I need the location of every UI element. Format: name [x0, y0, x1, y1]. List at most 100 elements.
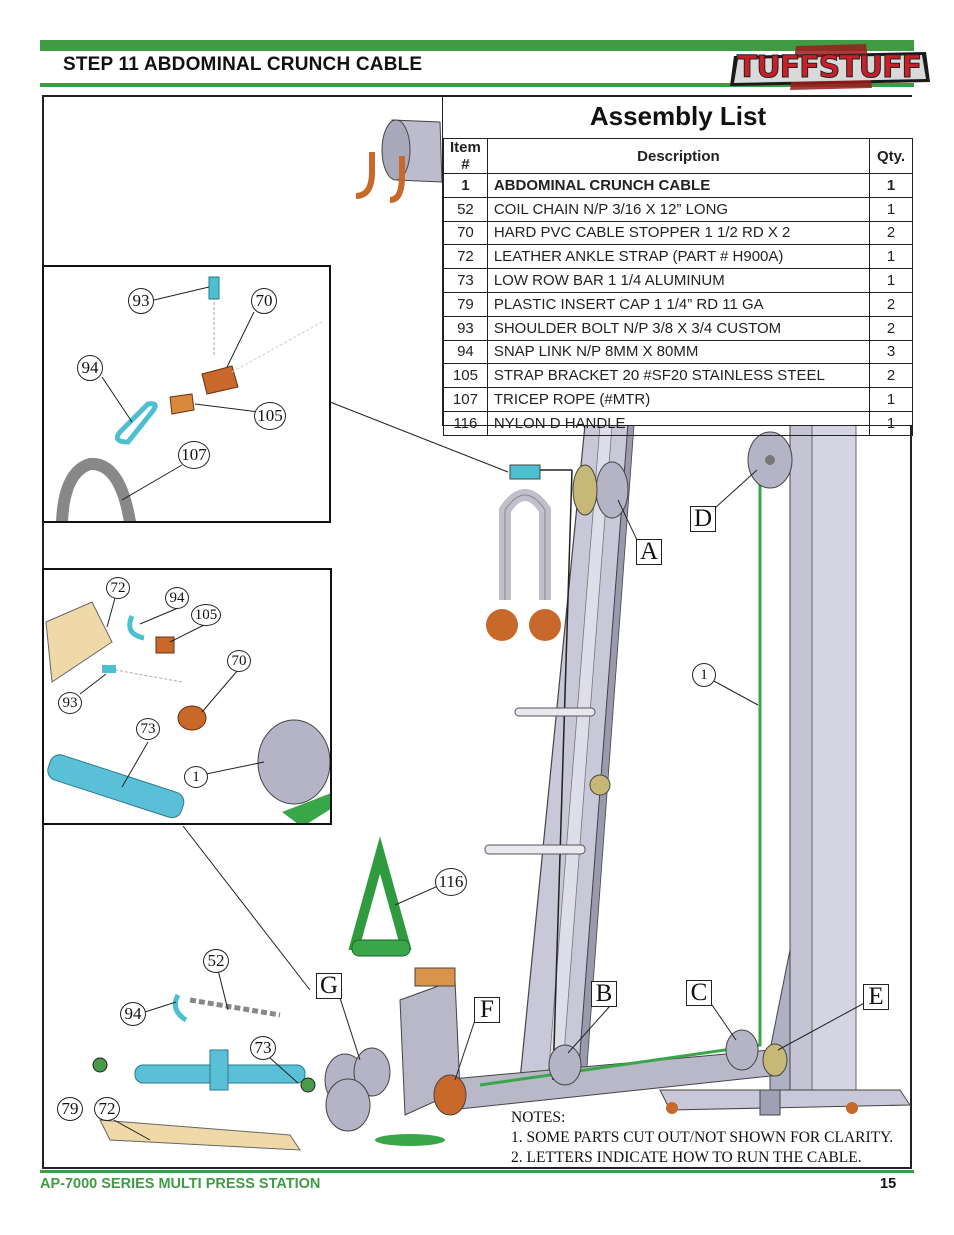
item-qty: 3 [869, 339, 913, 365]
letter-label-a: A [636, 538, 662, 565]
letter-label-c: C [686, 979, 712, 1006]
logo-wordmark: TUFFSTUFF [736, 49, 922, 85]
item-description: TRICEP ROPE (#MTR) [486, 387, 871, 412]
footer-divider [40, 1170, 914, 1173]
lower-pulley-cluster [324, 967, 467, 1146]
callout-105: 105 [191, 604, 221, 626]
footer-product-name: AP-7000 SERIES MULTI PRESS STATION [40, 1176, 321, 1192]
callout-1: 1 [692, 663, 716, 687]
col-qty: Qty. [869, 138, 913, 174]
step-title: STEP 11 ABDOMINAL CRUNCH CABLE [63, 54, 423, 75]
notes-line-1: 1. SOME PARTS CUT OUT/NOT SHOWN FOR CLAR… [511, 1129, 894, 1146]
detail-inset-upper [42, 265, 331, 523]
nylon-d-handle [348, 836, 412, 957]
pulley-d [747, 431, 793, 489]
item-description: SNAP LINK N/P 8MM X 80MM [486, 339, 871, 365]
tuffstuff-logo: TUFFSTUFF [726, 42, 932, 92]
item-description: ABDOMINAL CRUNCH CABLE [486, 173, 871, 198]
pulley-c [725, 1029, 759, 1071]
assembly-list-title: Assembly List [589, 101, 767, 131]
callout-105: 105 [254, 402, 286, 430]
item-number: 1 [443, 173, 488, 198]
letter-label-f: F [474, 996, 500, 1023]
pulley-b [548, 1044, 582, 1086]
item-description: COIL CHAIN N/P 3/16 X 12” LONG [486, 196, 871, 222]
item-number: 70 [443, 220, 488, 246]
item-qty: 2 [869, 220, 913, 246]
item-description: PLASTIC INSERT CAP 1 1/4” RD 11 GA [486, 291, 871, 317]
item-number: 73 [443, 268, 488, 293]
item-qty: 1 [869, 268, 913, 293]
letter-label-e: E [863, 983, 889, 1010]
item-qty: 2 [869, 291, 913, 317]
item-number: 116 [443, 410, 488, 436]
header-divider [40, 83, 914, 87]
parts-table-header: Item # Description Qty. [443, 138, 913, 174]
item-description: SHOULDER BOLT N/P 3/8 X 3/4 CUSTOM [486, 315, 871, 341]
item-qty: 1 [869, 410, 913, 436]
callout-72: 72 [106, 577, 130, 599]
callout-94: 94 [120, 1002, 146, 1026]
callout-93: 93 [58, 692, 82, 714]
item-number: 72 [443, 244, 488, 270]
inset-upper-drawing [56, 276, 323, 521]
callout-79: 79 [57, 1097, 83, 1121]
top-hook-assembly [355, 119, 443, 203]
chain-and-snap [172, 993, 281, 1023]
page-number: 15 [880, 1176, 897, 1192]
callout-70: 70 [251, 288, 277, 314]
item-number: 93 [443, 315, 488, 341]
item-qty: 1 [869, 196, 913, 222]
tricep-rope-handle [486, 464, 561, 641]
callout-73: 73 [250, 1036, 276, 1060]
item-qty: 2 [869, 315, 913, 341]
col-item: Item # [443, 138, 488, 174]
item-description: HARD PVC CABLE STOPPER 1 1/2 RD X 2 [486, 220, 871, 246]
callout-94: 94 [77, 355, 103, 381]
leader-lines [113, 401, 871, 1141]
col-description: Description [486, 138, 871, 174]
item-qty: 2 [869, 363, 913, 389]
ankle-strap [99, 1119, 301, 1151]
item-number: 79 [443, 291, 488, 317]
item-number: 94 [443, 339, 488, 365]
letter-label-d: D [690, 505, 716, 532]
item-qty: 1 [869, 173, 913, 198]
item-number: 52 [443, 196, 488, 222]
callout-93: 93 [128, 288, 154, 314]
callout-94: 94 [165, 587, 189, 609]
right-column [769, 424, 857, 1091]
callout-73: 73 [136, 718, 160, 740]
callout-72: 72 [94, 1097, 120, 1121]
notes: NOTES: 1. SOME PARTS CUT OUT/NOT SHOWN F… [511, 1108, 893, 1168]
pulley-e [762, 1043, 788, 1077]
callout-52: 52 [203, 949, 229, 973]
pulley-a [572, 461, 629, 519]
notes-title: NOTES: [511, 1109, 566, 1126]
item-number: 105 [443, 363, 488, 389]
pin-rods [484, 707, 611, 855]
inset-lower-drawing [45, 597, 330, 823]
detail-inset-lower [42, 568, 332, 825]
callout-116: 116 [435, 868, 467, 896]
letter-label-g: G [316, 972, 342, 999]
item-description: LEATHER ANKLE STRAP (PART # H900A) [486, 244, 871, 270]
item-description: NYLON D HANDLE [486, 410, 871, 436]
low-row-bar [92, 1049, 316, 1093]
item-qty: 1 [869, 387, 913, 412]
callout-70: 70 [227, 650, 251, 672]
